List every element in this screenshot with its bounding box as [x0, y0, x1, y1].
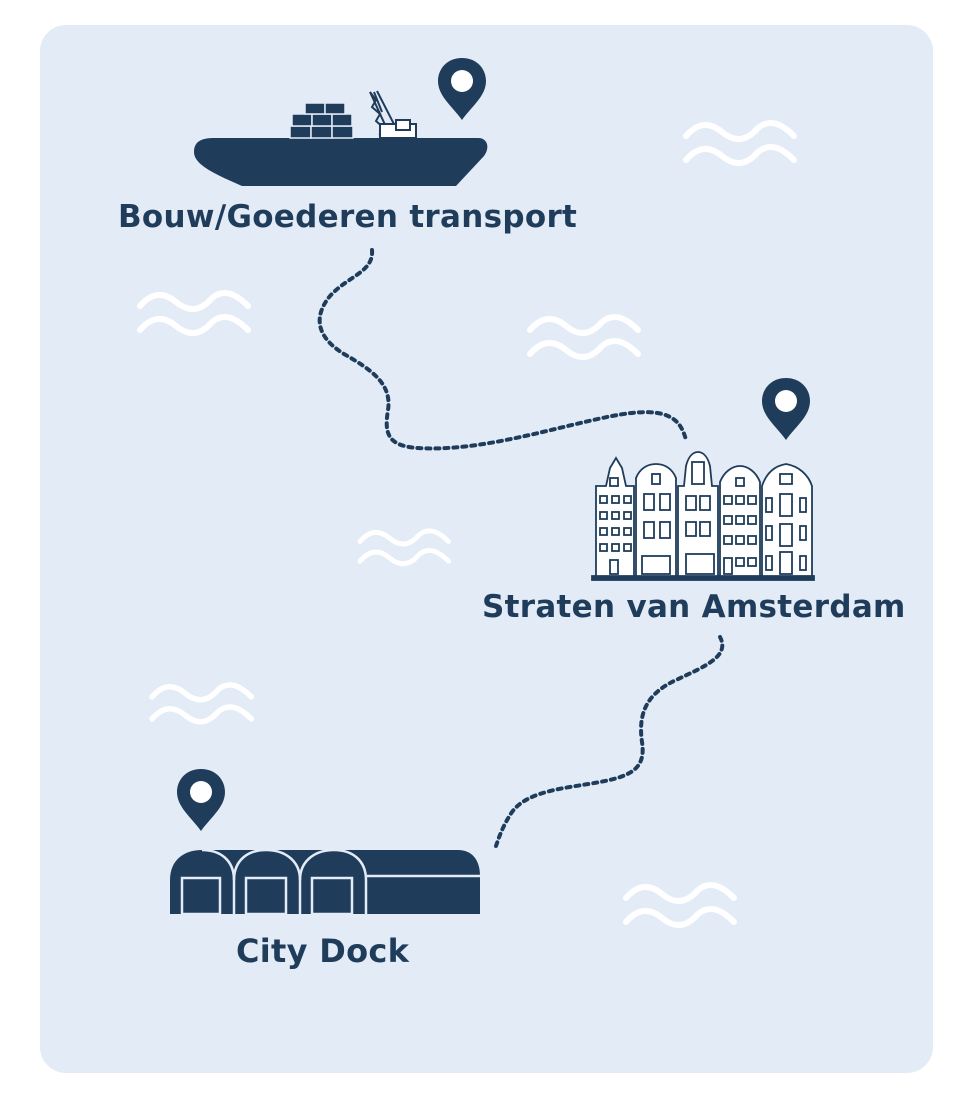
wave-icon	[686, 123, 794, 163]
canal-houses-icon	[591, 451, 815, 581]
location-pin-icon	[762, 378, 810, 440]
stop-label-street: Straten van Amsterdam	[482, 589, 906, 625]
warehouse-icon	[170, 848, 480, 916]
wave-icon	[152, 685, 251, 722]
wave-icon	[140, 293, 248, 333]
location-pin-icon	[438, 58, 486, 120]
route-path-street-to-dock	[494, 635, 725, 848]
wave-icon	[530, 317, 638, 357]
wave-icon	[626, 885, 734, 925]
stop-label-ship: Bouw/Goederen transport	[118, 199, 578, 235]
cargo-ship-icon	[194, 90, 488, 186]
wave-icon	[360, 531, 449, 564]
route-path-ship-to-street	[317, 248, 688, 451]
location-pin-icon	[177, 769, 225, 831]
stop-label-dock: City Dock	[236, 932, 410, 970]
